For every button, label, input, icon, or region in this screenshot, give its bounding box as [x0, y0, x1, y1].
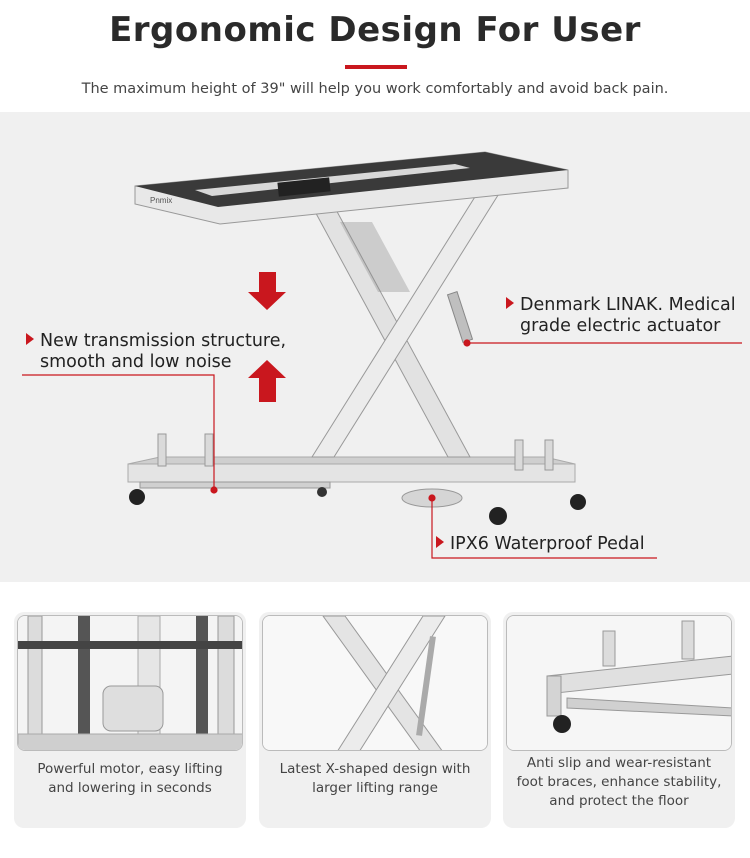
motor-illustration [18, 616, 242, 750]
feature-cards: Powerful motor, easy lifting and lowerin… [0, 600, 750, 840]
callout-transmission: New transmission structure, smooth and l… [26, 331, 286, 373]
lift-table-illustration: Pnmix [22, 151, 742, 559]
callout-pedal: IPX6 Waterproof Pedal [436, 534, 645, 555]
caster-wheels [129, 487, 586, 525]
callout-marker-icon [436, 536, 444, 548]
hero-product-image: Pnmix Denmark LINAK. Medical grade elect… [0, 112, 750, 582]
page-subtitle: The maximum height of 39" will help you … [81, 81, 669, 97]
callout-actuator: Denmark LINAK. Medical grade electric ac… [506, 295, 736, 337]
foot-braces-photo [506, 615, 732, 751]
scissor-x-frame [311, 191, 501, 458]
page-title: Ergonomic Design For User [109, 10, 641, 50]
feature-caption: Latest X-shaped design with larger lifti… [279, 761, 471, 796]
base-frame [127, 433, 576, 489]
feature-card-x-design: Latest X-shaped design with larger lifti… [259, 612, 491, 828]
feature-caption: Powerful motor, easy lifting and lowerin… [37, 761, 223, 796]
brand-logo: Pnmix [150, 196, 172, 205]
feature-caption: Anti slip and wear-resistant foot braces… [516, 755, 722, 809]
motor-photo [17, 615, 243, 751]
foot-brace-illustration [507, 616, 731, 750]
height-arrows [248, 272, 286, 402]
callout-marker-icon [26, 333, 34, 345]
callout-lines [22, 339, 742, 559]
x-design-photo [262, 615, 488, 751]
title-underline [345, 65, 407, 69]
callout-marker-icon [506, 297, 514, 309]
feature-card-foot-braces: Anti slip and wear-resistant foot braces… [503, 612, 735, 828]
feature-card-motor: Powerful motor, easy lifting and lowerin… [14, 612, 246, 828]
x-frame-illustration [263, 616, 487, 750]
table-top: Pnmix [134, 151, 569, 225]
